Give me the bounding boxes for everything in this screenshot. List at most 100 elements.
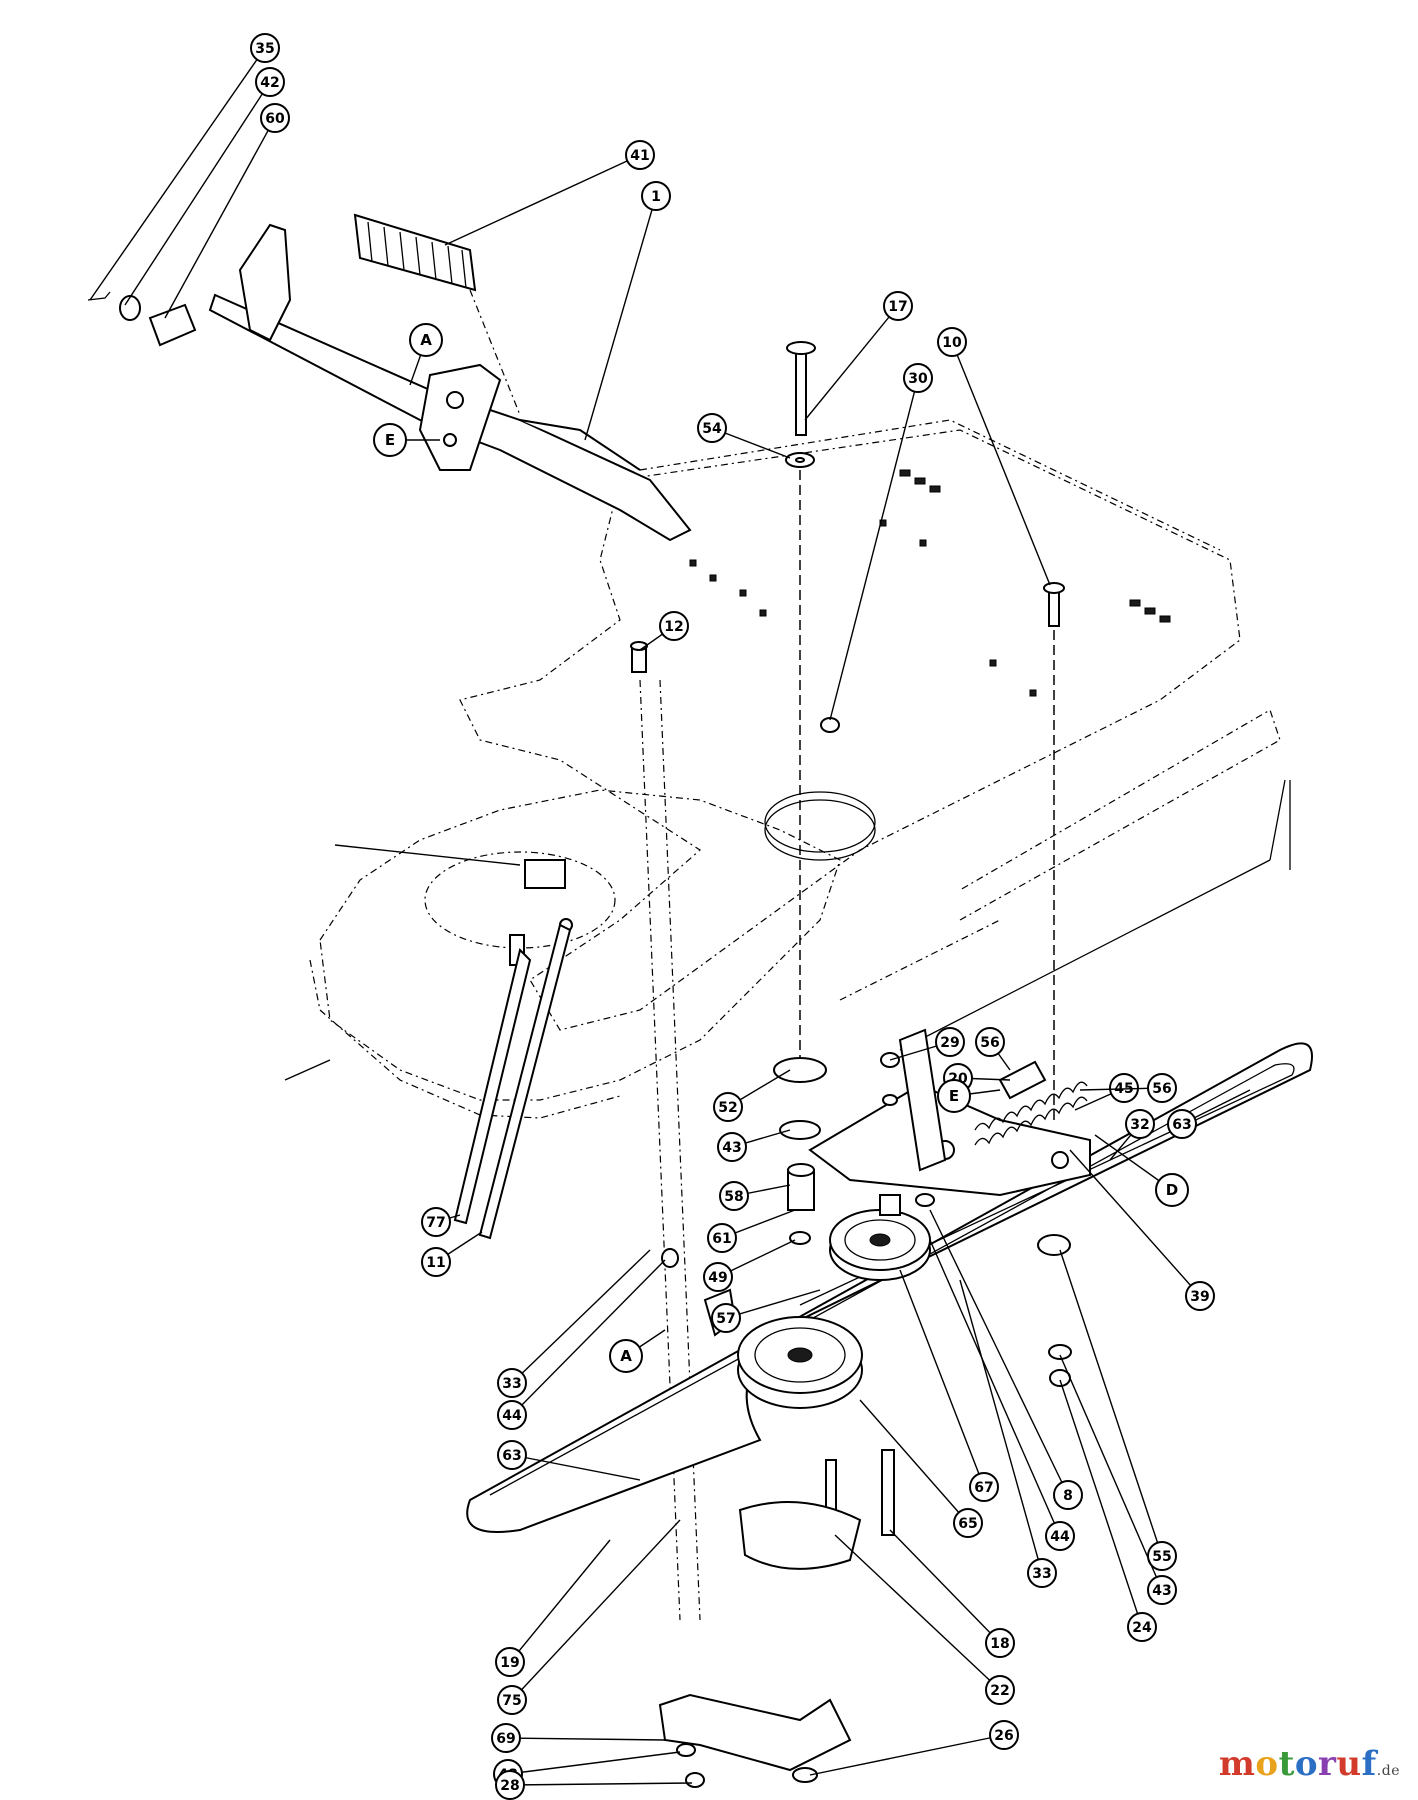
callout-32: 32	[1109, 1109, 1155, 1161]
callout-61: 61	[707, 1209, 796, 1253]
callout-42: 42	[124, 67, 285, 306]
letter-bubble	[373, 423, 407, 457]
letter-text: E	[385, 431, 395, 449]
callout-bubble	[495, 1770, 525, 1800]
callout-bubble	[953, 1508, 983, 1538]
idler-pulley-67	[829, 1209, 931, 1281]
watermark-letter: u	[1336, 1744, 1362, 1784]
callout-63: 63	[497, 1440, 641, 1481]
leader-line	[725, 1289, 821, 1319]
callout-bubble	[1053, 1480, 1083, 1510]
bolt-10	[1043, 582, 1065, 627]
callout-bubble	[711, 1303, 741, 1333]
callout-number: 30	[908, 371, 928, 387]
letter-bubble	[1155, 1173, 1189, 1207]
callout-number: 63	[1172, 1117, 1191, 1133]
leader-line	[859, 1399, 969, 1524]
watermark-suffix: .de	[1376, 1763, 1400, 1779]
callout-number: 12	[664, 619, 683, 635]
callout-35: 35	[89, 33, 280, 301]
callout-65: 65	[859, 1399, 983, 1538]
callout-bubble	[719, 1181, 749, 1211]
callout-17: 17	[804, 291, 913, 421]
motoruf-watermark: motoruf.de	[1219, 1744, 1400, 1784]
callout-number: 65	[958, 1516, 977, 1532]
callout-12: 12	[639, 611, 689, 651]
callout-55: 55	[1059, 1249, 1177, 1571]
callout-number: 57	[716, 1311, 735, 1327]
leader-line	[804, 305, 899, 421]
letter-text: D	[1166, 1181, 1178, 1199]
callout-number: 32	[1130, 1117, 1149, 1133]
callout-bubble	[985, 1628, 1015, 1658]
rod-11	[478, 923, 572, 1240]
callout-number: 35	[255, 41, 274, 57]
callout-26: 26	[809, 1720, 1019, 1776]
leader-line	[511, 1454, 641, 1481]
callout-bubble	[1125, 1109, 1155, 1139]
callout-number: 33	[502, 1376, 521, 1392]
callout-19: 19	[495, 1539, 611, 1677]
leader-line	[1069, 1149, 1201, 1297]
callout-45: 45	[1074, 1073, 1139, 1111]
reference-letter-E: E	[373, 423, 440, 457]
callout-bubble	[935, 1027, 965, 1057]
callout-number: 24	[1132, 1620, 1152, 1636]
callout-39: 39	[1069, 1149, 1215, 1311]
nut-30	[820, 717, 840, 733]
callout-56: 56	[1079, 1073, 1177, 1103]
callout-bubble	[497, 1685, 527, 1715]
letter-text: A	[620, 1347, 632, 1365]
callout-bubble	[1127, 1612, 1157, 1642]
reference-letter-D: D	[1094, 1134, 1189, 1207]
leader-line	[829, 377, 919, 721]
reference-letter-A: A	[409, 323, 443, 386]
callout-number: 28	[500, 1778, 519, 1794]
callout-bubble	[969, 1472, 999, 1502]
callout-bubble	[495, 1647, 525, 1677]
callout-8: 8	[929, 1209, 1083, 1510]
callout-bubble	[255, 67, 285, 97]
letter-text: A	[420, 331, 432, 349]
callout-bubble	[659, 611, 689, 641]
callout-30: 30	[829, 363, 933, 721]
mower-deck-frame	[309, 419, 1281, 1119]
drive-pulley-65	[737, 1316, 863, 1409]
leader-line	[834, 1534, 1001, 1691]
watermark-letter: o	[1294, 1744, 1318, 1784]
callout-number: 58	[724, 1189, 743, 1205]
foot-pad	[353, 213, 477, 292]
callout-44: 44	[929, 1239, 1075, 1551]
callout-bubble	[641, 181, 671, 211]
callout-number: 22	[990, 1683, 1009, 1699]
callout-41: 41	[444, 140, 655, 246]
callout-bubble	[697, 413, 727, 443]
bracket-20	[998, 1060, 1047, 1100]
callout-number: 8	[1063, 1488, 1073, 1504]
callout-number: 52	[718, 1100, 737, 1116]
callout-43: 43	[1059, 1354, 1177, 1605]
callout-number: 69	[496, 1731, 515, 1747]
callout-22: 22	[834, 1534, 1015, 1705]
callout-18: 18	[889, 1529, 1015, 1658]
callout-63: 63	[1167, 1089, 1251, 1139]
callout-number: 1	[651, 189, 661, 205]
callout-number: 33	[1032, 1566, 1051, 1582]
callout-number: 39	[1190, 1289, 1209, 1305]
letter-text: E	[949, 1087, 959, 1105]
callout-number: 41	[630, 148, 649, 164]
callout-number: 43	[722, 1140, 741, 1156]
callout-bubble	[491, 1723, 521, 1753]
leader-line	[959, 1279, 1043, 1574]
callout-1: 1	[584, 181, 671, 441]
letter-layer: A E E A D	[373, 323, 1189, 1373]
callout-28: 28	[495, 1770, 693, 1800]
callout-number: 19	[500, 1655, 519, 1671]
callout-number: 49	[708, 1270, 727, 1286]
leader-line	[507, 1751, 681, 1775]
leader-line	[584, 195, 657, 441]
callout-number: 17	[888, 299, 907, 315]
callout-75: 75	[497, 1519, 681, 1715]
callout-number: 11	[426, 1255, 445, 1271]
